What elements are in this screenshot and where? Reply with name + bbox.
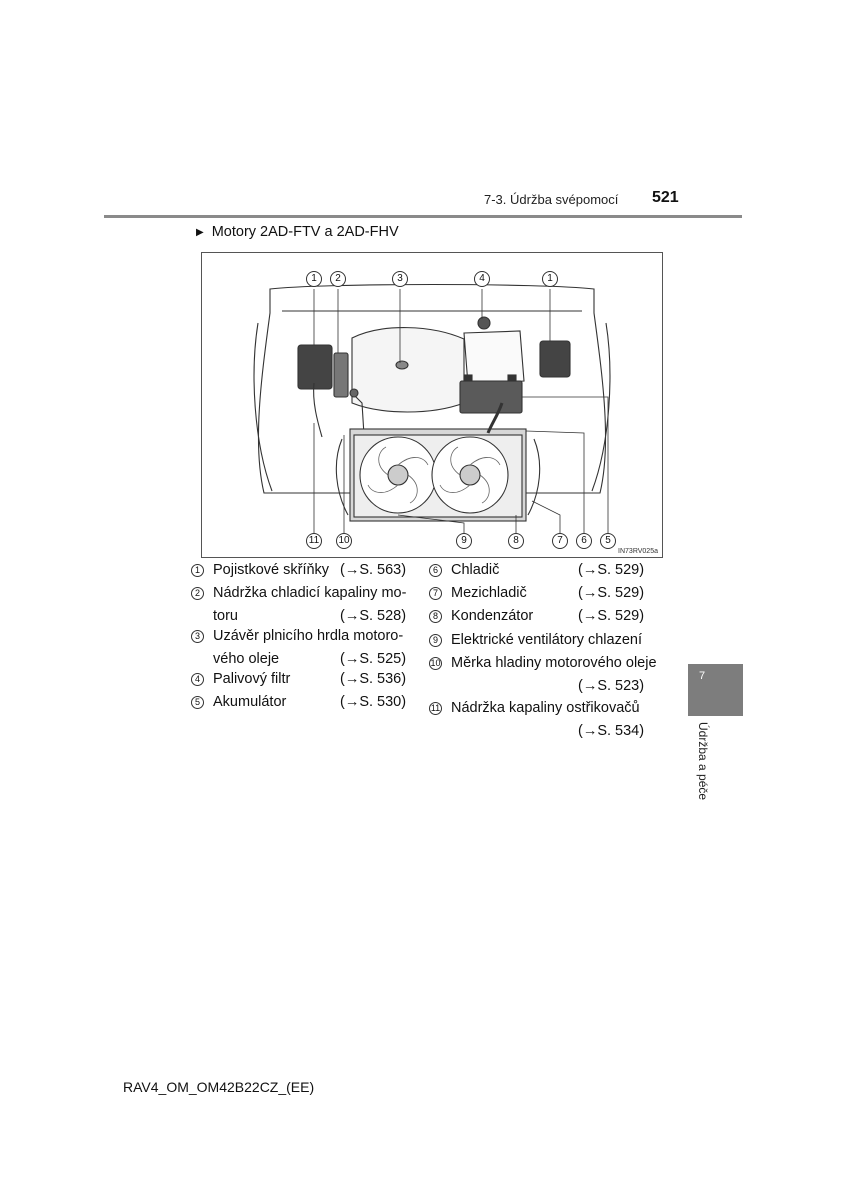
figure-code: IN73RV025a bbox=[618, 548, 658, 555]
callout-top-3: 4 bbox=[474, 271, 490, 287]
callout-bottom-2: 9 bbox=[456, 533, 472, 549]
legend-item-label: Chladič bbox=[451, 562, 500, 578]
subheading: ▶ Motory 2AD-FTV a 2AD-FHV bbox=[196, 224, 399, 240]
legend-item-label: Elektrické ventilátory chlazení bbox=[451, 632, 642, 648]
callout-bottom-6: 5 bbox=[600, 533, 616, 549]
legend-item-number: 8 bbox=[429, 610, 442, 623]
legend-item-label-continued: toru bbox=[213, 608, 238, 624]
subheading-text: Motory 2AD-FTV a 2AD-FHV bbox=[211, 224, 399, 240]
callout-top-0: 1 bbox=[306, 271, 322, 287]
footer-document-code: RAV4_OM_OM42B22CZ_(EE) bbox=[123, 1079, 315, 1095]
legend-item-page-reference[interactable]: (→S. 525) bbox=[340, 651, 407, 667]
legend-item-page-reference[interactable]: (→S. 529) bbox=[578, 562, 645, 578]
legend-item-page-reference[interactable]: (→S. 528) bbox=[340, 608, 407, 624]
legend-item-label: Pojistkové skříňky bbox=[213, 562, 330, 578]
triangle-bullet-icon: ▶ bbox=[196, 227, 204, 238]
legend-item-number: 7 bbox=[429, 587, 442, 600]
engine-compartment-illustration bbox=[253, 283, 611, 533]
legend-item-number: 11 bbox=[429, 702, 442, 715]
legend-item-number: 10 bbox=[429, 657, 442, 670]
callout-top-2: 3 bbox=[392, 271, 408, 287]
legend-item-page-reference[interactable]: (→S. 536) bbox=[340, 671, 407, 687]
legend-item-page-reference[interactable]: (→S. 529) bbox=[578, 585, 645, 601]
legend-item-number: 6 bbox=[429, 564, 442, 577]
legend-item-page-reference[interactable]: (→S. 534) bbox=[578, 723, 645, 739]
header-section-title: 7-3. Údržba svépomocí bbox=[484, 192, 619, 207]
legend-item-label-continued: vého oleje bbox=[213, 651, 280, 667]
legend-item-number: 9 bbox=[429, 634, 442, 647]
legend-item-label: Palivový filtr bbox=[213, 671, 291, 687]
legend-item-label: Uzávěr plnicího hrdla motoro- bbox=[213, 628, 404, 644]
legend-item-number: 3 bbox=[191, 630, 204, 643]
chapter-tab-number: 7 bbox=[699, 670, 706, 682]
callout-top-4: 1 bbox=[542, 271, 558, 287]
legend-item-number: 5 bbox=[191, 696, 204, 709]
legend-item-label: Akumulátor bbox=[213, 694, 287, 710]
callout-bottom-1: 10 bbox=[336, 533, 352, 549]
legend-item-label: Kondenzátor bbox=[451, 608, 534, 624]
legend-item-number: 4 bbox=[191, 673, 204, 686]
legend-item-label: Nádržka kapaliny ostřikovačů bbox=[451, 700, 640, 716]
callout-bottom-3: 8 bbox=[508, 533, 524, 549]
legend-item-label: Nádržka chladicí kapaliny mo- bbox=[213, 585, 407, 601]
header-rule bbox=[104, 215, 742, 218]
legend-item-number: 1 bbox=[191, 564, 204, 577]
page-number: 521 bbox=[652, 189, 679, 206]
callout-bottom-4: 7 bbox=[552, 533, 568, 549]
legend-item-label: Mezichladič bbox=[451, 585, 527, 601]
callout-bottom-0: 11 bbox=[306, 533, 322, 549]
callout-top-1: 2 bbox=[330, 271, 346, 287]
chapter-tab[interactable]: 7 bbox=[688, 664, 743, 716]
legend-item-page-reference[interactable]: (→S. 563) bbox=[340, 562, 407, 578]
chapter-tab-label: Údržba a péče bbox=[696, 722, 710, 801]
legend-item-page-reference[interactable]: (→S. 523) bbox=[578, 678, 645, 694]
legend-item-label: Měrka hladiny motorového oleje bbox=[451, 655, 657, 671]
legend-item-page-reference[interactable]: (→S. 530) bbox=[340, 694, 407, 710]
legend-item-number: 2 bbox=[191, 587, 204, 600]
legend-item-page-reference[interactable]: (→S. 529) bbox=[578, 608, 645, 624]
callout-bottom-5: 6 bbox=[576, 533, 592, 549]
